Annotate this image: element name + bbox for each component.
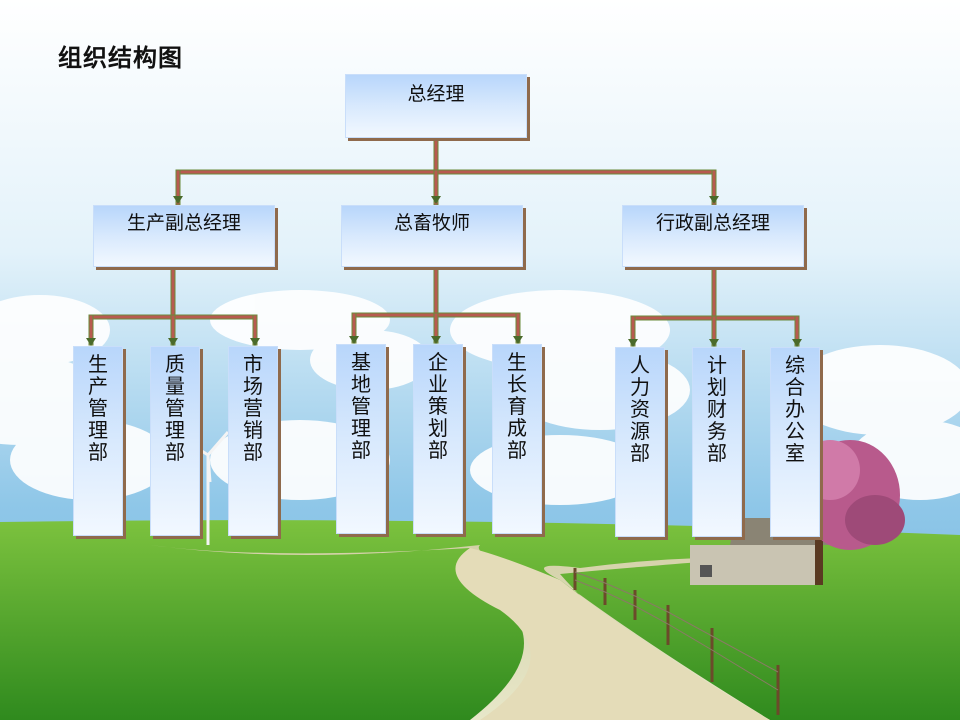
node-label: 总畜牧师 [393,212,470,234]
org-node-level3: 生长育成部 [492,344,542,534]
arrow-head [250,338,260,346]
node-label: 质量管理部 [165,352,185,464]
org-node-level2: 生产副总经理 [93,205,275,267]
node-label: 综合办公室 [785,353,805,465]
node-label: 生长育成部 [507,350,527,462]
arrow-head [431,336,441,344]
org-node-level3: 企业策划部 [413,344,463,534]
arrow-head [792,339,802,347]
node-label: 基地管理部 [351,350,371,462]
org-node-level3: 基地管理部 [336,344,386,534]
arrow-head [173,196,183,204]
page-title: 组织结构图 [58,44,183,72]
org-node-level2: 行政副总经理 [622,205,804,267]
node-label: 人力资源部 [630,353,650,465]
node-label: 总经理 [407,83,465,105]
arrow-head [709,196,719,204]
arrow-head [628,339,638,347]
arrow-head [431,196,441,204]
org-node-level3: 综合办公室 [770,347,820,537]
arrow-head [168,338,178,346]
org-node-level3: 市场营销部 [228,346,278,536]
org-node-level3: 生产管理部 [73,346,123,536]
org-node-level3: 质量管理部 [150,346,200,536]
arrow-head [513,336,523,344]
node-label: 市场营销部 [243,352,263,464]
org-node-root: 总经理 [345,74,527,138]
node-label: 生产副总经理 [126,212,241,234]
node-label: 企业策划部 [428,350,448,462]
org-node-level3: 计划财务部 [692,347,742,537]
arrow-head [86,338,96,346]
org-node-level2: 总畜牧师 [341,205,523,267]
node-label: 计划财务部 [707,353,727,465]
arrow-head [709,339,719,347]
node-label: 生产管理部 [88,352,108,464]
arrow-head [349,336,359,344]
org-node-level3: 人力资源部 [615,347,665,537]
node-label: 行政副总经理 [655,212,770,234]
